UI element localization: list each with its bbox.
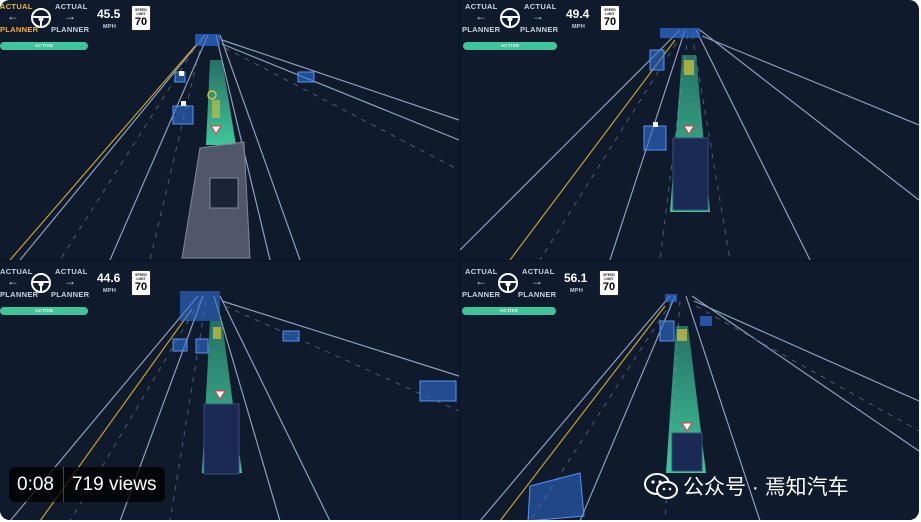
- right-arrow-icon: →: [64, 274, 76, 288]
- steering-wheel-icon: [31, 273, 51, 293]
- ego-car: [671, 432, 703, 472]
- wechat-icon: [644, 473, 678, 499]
- panel-divider: [0, 260, 919, 261]
- right-arrow-icon: →: [64, 9, 76, 23]
- active-status-bar: ACTIVE: [0, 42, 88, 50]
- speed-unit: MPH: [572, 24, 586, 30]
- left-arrow-icon: ←: [475, 9, 487, 23]
- speed-value: 45.5: [97, 7, 121, 21]
- planner-label: PLANNER: [462, 25, 501, 34]
- steering-wheel-icon: [500, 8, 520, 28]
- actual-label: ACTUAL: [55, 2, 88, 11]
- actual-label: ACTUAL: [465, 2, 498, 11]
- planner-label: PLANNER: [520, 25, 559, 34]
- watermark: 公众号 · 焉知汽车: [643, 471, 849, 501]
- perception-scene: [9, 34, 459, 260]
- actual-label: ACTUAL: [465, 267, 498, 276]
- overlay-divider: [62, 467, 64, 502]
- actual-label: ACTUAL: [0, 2, 33, 11]
- speed-value: 49.4: [566, 7, 590, 21]
- perception-scene: [480, 294, 919, 520]
- right-arrow-icon: →: [531, 274, 543, 288]
- camera-panel-4: ACTUAL ← PLANNER ACTUAL → PLANNER 56.1 M…: [460, 261, 919, 520]
- perception-scene: [460, 28, 919, 260]
- speed-unit: MPH: [103, 24, 117, 30]
- active-status-bar: ACTIVE: [463, 42, 557, 50]
- active-status-bar: ACTIVE: [0, 307, 88, 315]
- actual-label: ACTUAL: [55, 267, 88, 276]
- hud-panel: ACTUAL ← PLANNER ACTUAL → PLANNER 44.6 M…: [0, 261, 159, 317]
- perception-scene: [10, 291, 459, 520]
- hud-panel: ACTUAL ← PLANNER ACTUAL → PLANNER 49.4 M…: [460, 0, 630, 56]
- left-arrow-icon: ←: [475, 274, 487, 288]
- ego-truck: [672, 137, 709, 211]
- actual-label: ACTUAL: [0, 267, 33, 276]
- hud-panel: ACTUAL ← PLANNER ACTUAL → PLANNER 45.5 M…: [0, 0, 159, 56]
- steering-wheel-icon: [31, 8, 51, 28]
- hud-panel: ACTUAL ← PLANNER ACTUAL → PLANNER 56.1 M…: [460, 261, 630, 317]
- view-count: 719 views: [71, 473, 157, 495]
- left-arrow-icon: ←: [7, 9, 19, 23]
- left-arrow-icon: ←: [7, 274, 19, 288]
- active-status-bar: ACTIVE: [462, 307, 556, 315]
- ego-truck: [203, 403, 240, 475]
- camera-panel-2: ACTUAL ← PLANNER ACTUAL → PLANNER 49.4 M…: [460, 0, 919, 260]
- planner-label: PLANNER: [0, 290, 39, 299]
- video-info-overlay[interactable]: 0:08 719 views: [9, 467, 166, 502]
- planner-label: PLANNER: [518, 290, 557, 299]
- camera-panel-1: ACTUAL ← PLANNER ACTUAL → PLANNER 45.5 M…: [0, 0, 459, 260]
- right-arrow-icon: →: [532, 9, 544, 23]
- planner-label: PLANNER: [51, 290, 90, 299]
- ego-truck: [209, 177, 239, 209]
- actual-label: ACTUAL: [522, 267, 555, 276]
- planner-label: PLANNER: [0, 25, 39, 34]
- playback-time: 0:08: [17, 473, 54, 495]
- planner-label: PLANNER: [462, 290, 501, 299]
- watermark-text: 公众号 · 焉知汽车: [683, 476, 849, 499]
- planner-path: [206, 60, 236, 145]
- speed-unit: MPH: [103, 288, 117, 294]
- actual-label: ACTUAL: [524, 2, 557, 11]
- planner-label: PLANNER: [51, 25, 90, 34]
- speed-unit: MPH: [570, 288, 584, 294]
- speed-value: 44.6: [97, 271, 121, 285]
- steering-wheel-icon: [498, 273, 518, 293]
- speed-value: 56.1: [564, 271, 588, 285]
